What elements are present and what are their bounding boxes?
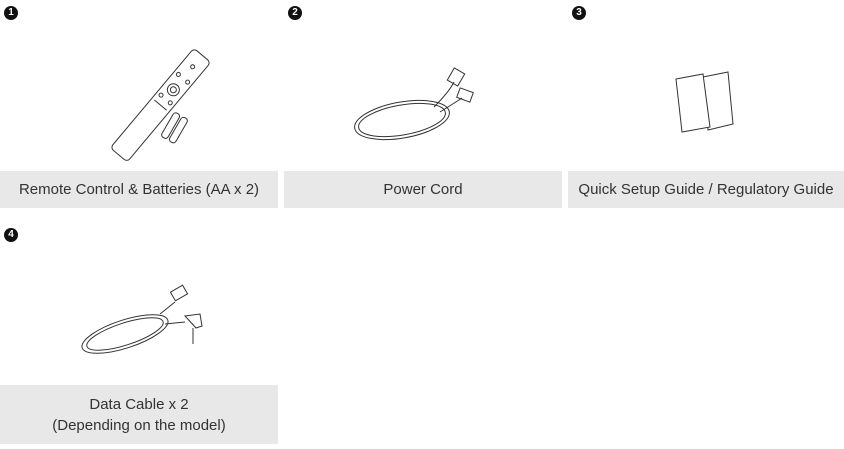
- item-guides: 3 Quick Setup Guide / Regulatory Guide: [568, 0, 844, 210]
- item-caption: Data Cable x 2 (Depending on the model): [0, 385, 278, 444]
- item-caption-line2: (Depending on the model): [52, 416, 226, 434]
- item-caption: Quick Setup Guide / Regulatory Guide: [568, 171, 844, 208]
- item-data-cable: 4 Data Cable x 2 (Depending on the model…: [0, 222, 278, 446]
- item-remote-control: 1 Remote Control & Batteries (AA x 2): [0, 0, 278, 210]
- remote-control-icon: [111, 49, 210, 161]
- item-number: 3: [572, 6, 586, 20]
- item-number: 1: [4, 6, 18, 20]
- item-caption: Power Cord: [284, 171, 562, 208]
- item-number: 4: [4, 228, 18, 242]
- item-caption-line1: Data Cable x 2: [89, 395, 189, 413]
- item-number: 2: [288, 6, 302, 20]
- data-cable-icon: [81, 284, 203, 354]
- power-cord-icon: [354, 67, 474, 141]
- guide-booklet-icon: [675, 71, 734, 133]
- item-power-cord: 2 Power Cord: [284, 0, 562, 210]
- item-caption: Remote Control & Batteries (AA x 2): [0, 171, 278, 208]
